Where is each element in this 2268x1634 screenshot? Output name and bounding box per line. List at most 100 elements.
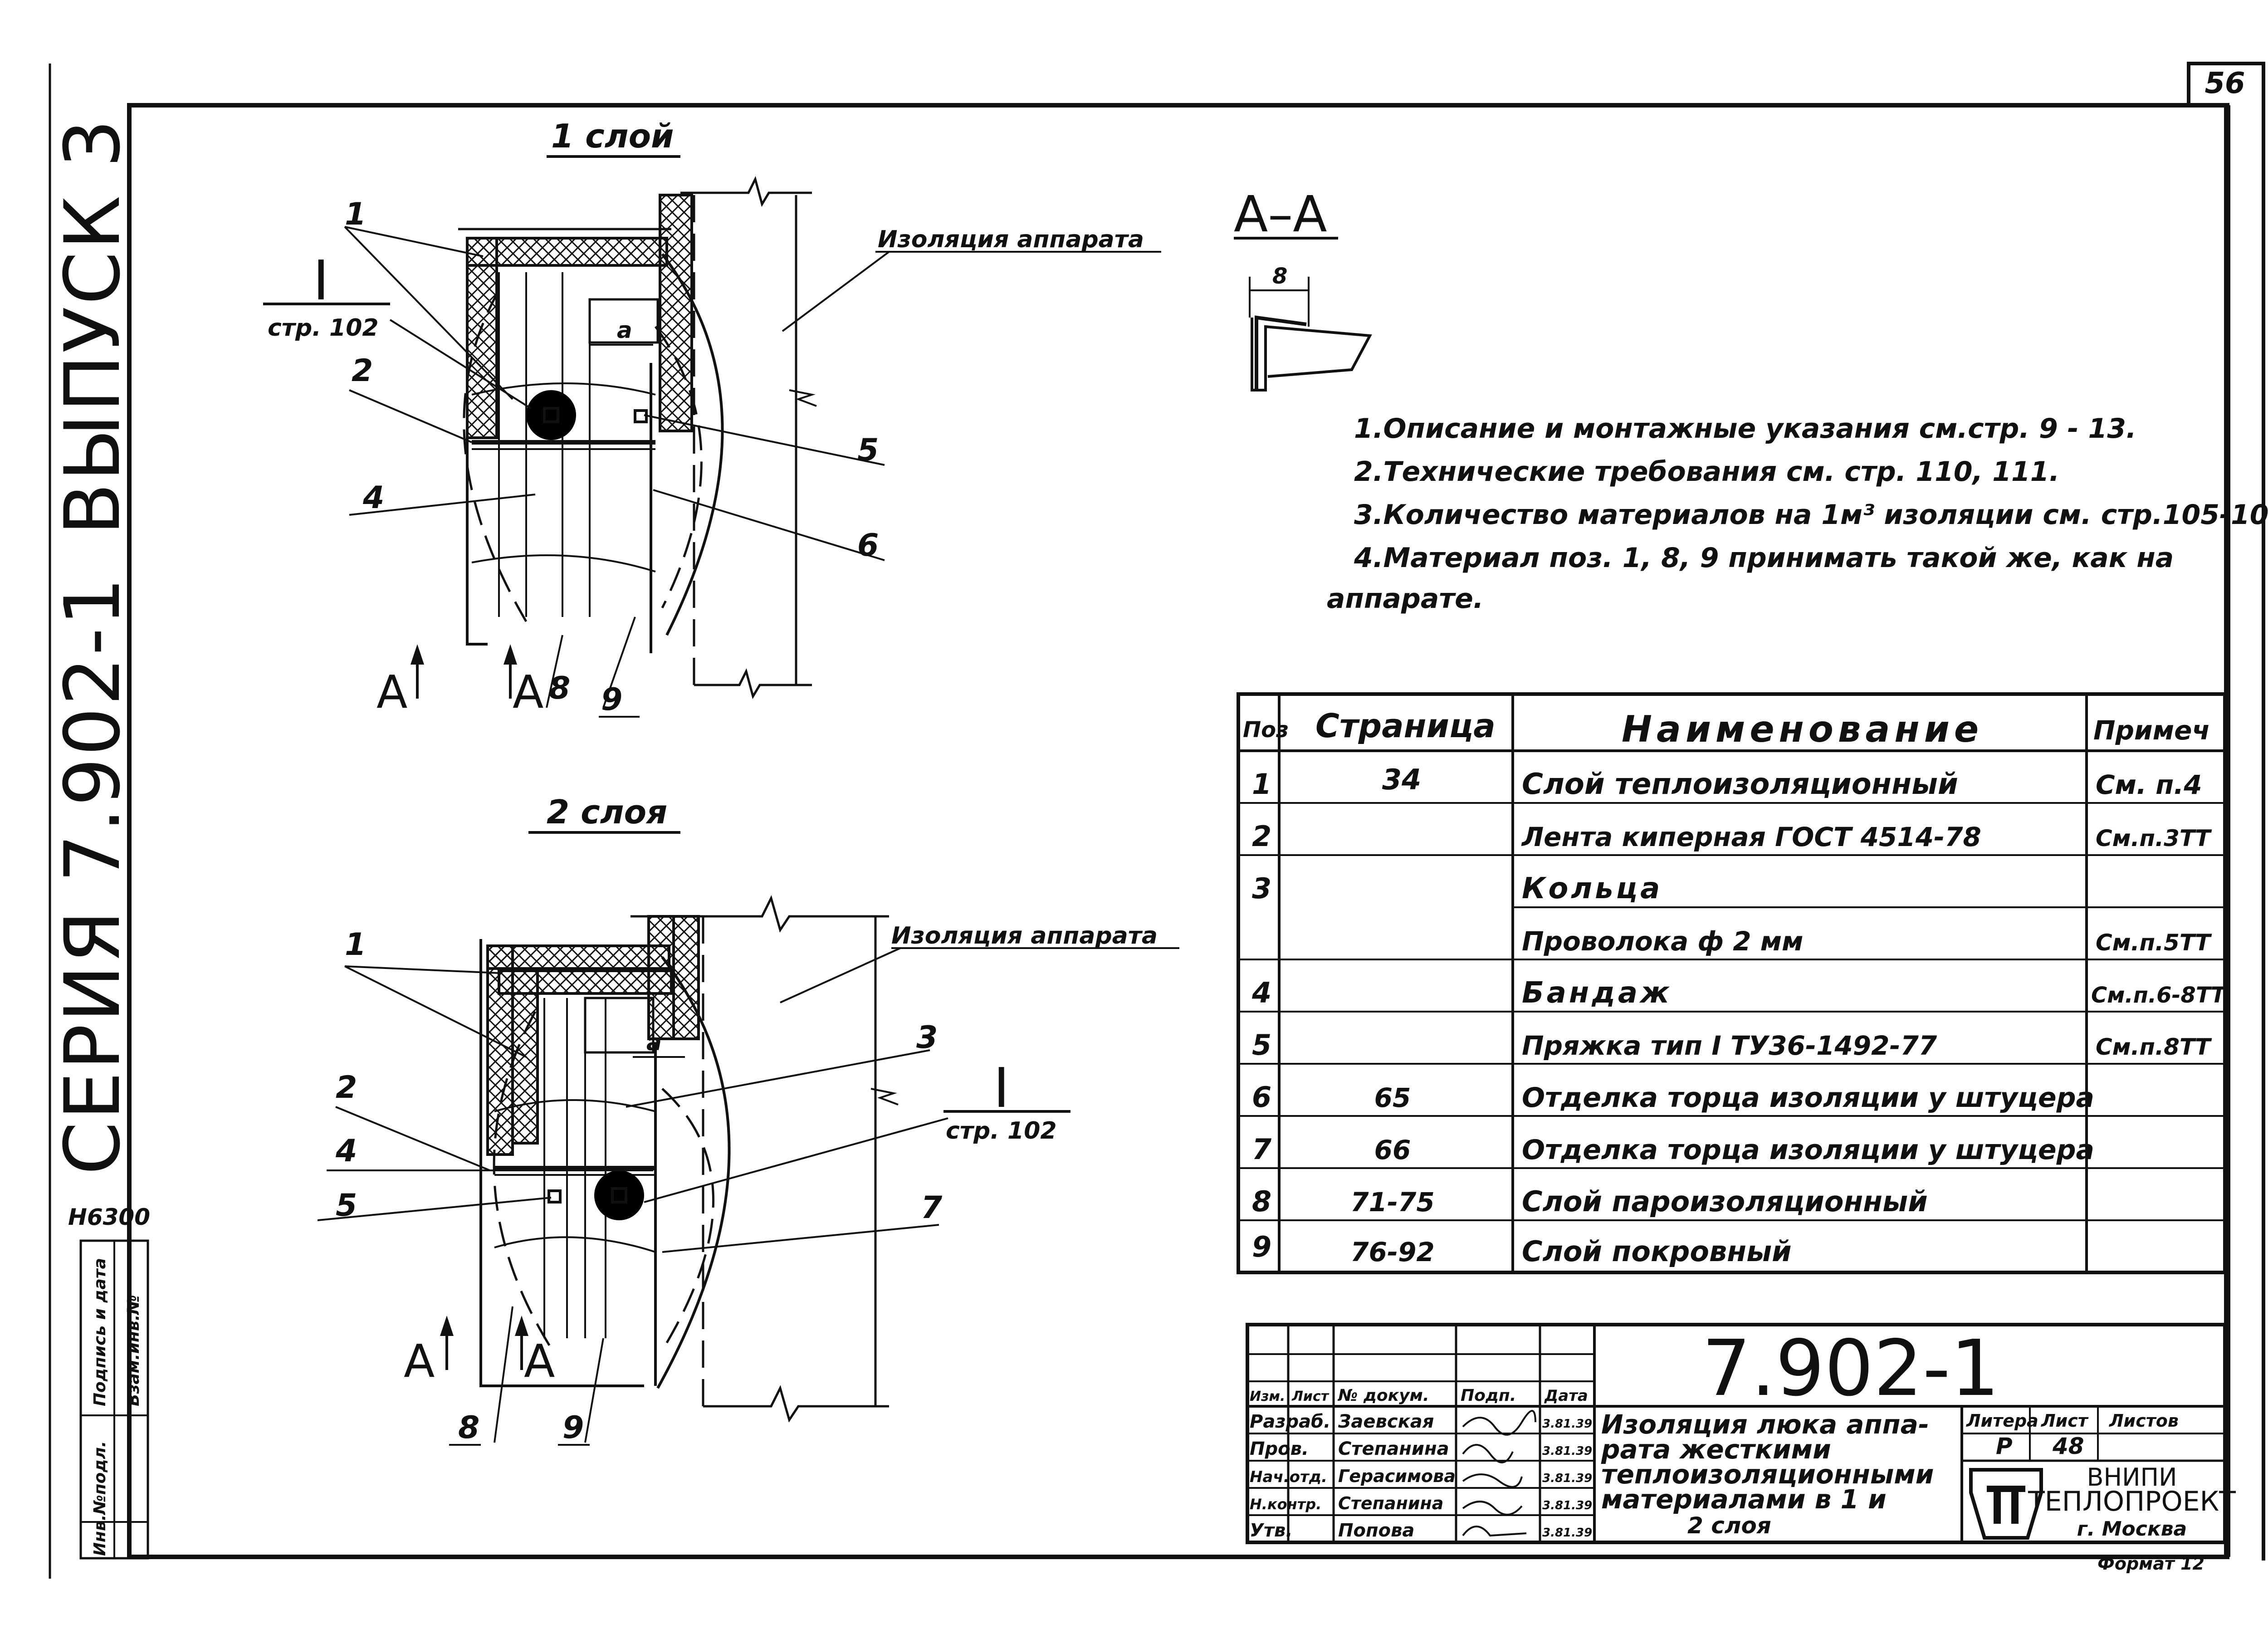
spec-header-note: Примеч bbox=[2093, 715, 2210, 746]
series-label: СЕРИЯ 7.902-1 bbox=[48, 576, 137, 1175]
spec-header-page: Страница bbox=[1315, 707, 1496, 745]
view2-callout-7: 7 bbox=[921, 1190, 943, 1226]
spec-row10-pos: 9 bbox=[1252, 1230, 1271, 1263]
view1-leaders bbox=[344, 226, 1161, 708]
tb-title-line4: материалами в 1 и bbox=[1601, 1484, 1887, 1515]
tb-name-3: Герасимова bbox=[1338, 1466, 1456, 1486]
spec-row9-pos: 8 bbox=[1252, 1185, 1271, 1218]
view2-leaders bbox=[317, 947, 1179, 1443]
view1-detail-mark: I bbox=[313, 250, 329, 313]
view2-cut-a-left: А bbox=[404, 1335, 435, 1388]
spec-row6-note: См.п.8ТТ bbox=[2096, 1034, 2212, 1060]
view1-title: 1 слой bbox=[551, 117, 674, 155]
view2-apparatus-label: Изоляция аппарата bbox=[891, 922, 1158, 949]
spec-row7-pos: 6 bbox=[1252, 1081, 1271, 1114]
org-logo bbox=[1969, 1468, 2043, 1540]
view1-callout-9: 9 bbox=[601, 682, 622, 718]
tb-stage-label: Литера bbox=[1966, 1411, 2038, 1431]
view2-callout-2: 2 bbox=[336, 1070, 357, 1106]
org-city: г. Москва bbox=[2077, 1517, 2187, 1541]
org-name-2: ТЕПЛОПРОЕКТ bbox=[2028, 1486, 2236, 1517]
view1-callout-5: 5 bbox=[857, 432, 879, 468]
spec-row4-note: См.п.5ТТ bbox=[2096, 930, 2212, 956]
tb-date-1: 3.81.39 bbox=[1542, 1417, 1592, 1431]
view1-detail-ref: стр. 102 bbox=[268, 314, 379, 342]
spec-row1-name: Слой теплоизоляционный bbox=[1522, 768, 1958, 801]
issue-label: ВЫПУСК 3 bbox=[48, 117, 137, 535]
spec-row8-pos: 7 bbox=[1252, 1133, 1272, 1166]
tb-col-sign: Подп. bbox=[1461, 1386, 1516, 1405]
spec-row5-note: См.п.6-8ТТ bbox=[2091, 983, 2227, 1008]
stamp-label-signature: Подпись и дата bbox=[91, 1258, 109, 1406]
spec-row7-page: 65 bbox=[1374, 1082, 1411, 1113]
view2-callout-3: 3 bbox=[916, 1020, 938, 1056]
tb-date-5: 3.81.39 bbox=[1542, 1526, 1592, 1540]
view2-title: 2 слоя bbox=[547, 793, 667, 831]
view1-dim-a: а bbox=[617, 317, 632, 343]
sheet-frame bbox=[49, 62, 2265, 1579]
view1-callout-6: 6 bbox=[857, 528, 879, 563]
spec-row2-name: Лента киперная ГОСТ 4514-78 bbox=[1521, 822, 1981, 852]
note-4: 4.Материал поз. 1, 8, 9 принимать такой … bbox=[1354, 542, 2174, 574]
tb-title-line3: теплоизоляционными bbox=[1601, 1459, 1934, 1490]
spec-row5-pos: 4 bbox=[1251, 976, 1271, 1009]
view1-cut-a-right: А bbox=[513, 665, 543, 719]
tb-role-4: Н.контр. bbox=[1250, 1496, 1321, 1513]
view2-detail-mark: I bbox=[993, 1057, 1009, 1120]
tb-title-line2: рата жесткими bbox=[1601, 1434, 1831, 1465]
tb-role-3: Нач.отд. bbox=[1250, 1468, 1327, 1486]
section-aa-drawing bbox=[1249, 277, 1372, 391]
tb-role-1: Разраб. bbox=[1250, 1411, 1330, 1432]
view1-drawing bbox=[458, 176, 817, 700]
spec-header-pos: Поз bbox=[1243, 717, 1289, 743]
spec-row1-page: 34 bbox=[1382, 763, 1421, 796]
view2-detail-ref: стр. 102 bbox=[946, 1117, 1057, 1145]
doc-number: 7.902-1 bbox=[1702, 1324, 1999, 1414]
view2-cut-a-right: А bbox=[524, 1335, 555, 1388]
tb-date-4: 3.81.39 bbox=[1542, 1499, 1592, 1512]
tb-date-2: 3.81.39 bbox=[1542, 1444, 1592, 1458]
tb-sheet-label: Лист bbox=[2041, 1411, 2089, 1431]
format-label: Формат 12 bbox=[2097, 1554, 2204, 1574]
note-3: 3.Количество материалов на 1м³ изоляции … bbox=[1354, 499, 2268, 531]
tb-sheets-label: Листов bbox=[2109, 1411, 2179, 1431]
view2-callout-4: 4 bbox=[335, 1133, 357, 1169]
view1-apparatus-label: Изоляция аппарата bbox=[878, 226, 1144, 253]
view2-callout-8: 8 bbox=[458, 1410, 479, 1446]
spec-row9-page: 71-75 bbox=[1350, 1187, 1435, 1218]
view2-callout-9: 9 bbox=[562, 1410, 584, 1446]
inventory-code: Н6300 bbox=[68, 1204, 150, 1230]
tb-sheet: 48 bbox=[2052, 1433, 2084, 1459]
note-2: 2.Технические требования см. стр. 110, 1… bbox=[1354, 456, 2059, 488]
tb-col-date: Дата bbox=[1544, 1387, 1588, 1405]
view1-callout-2: 2 bbox=[352, 353, 373, 389]
tb-role-5: Утв. bbox=[1250, 1520, 1293, 1541]
spec-table-grid bbox=[1237, 692, 2227, 1274]
note-4-continued: аппарате. bbox=[1327, 583, 1484, 615]
note-1: 1.Описание и монтажные указания см.стр. … bbox=[1354, 413, 2136, 445]
view1-callout-1: 1 bbox=[345, 196, 366, 232]
spec-row6-name: Пряжка тип I ТУ36-1492-77 bbox=[1522, 1030, 1937, 1061]
spec-row3-pos: 3 bbox=[1252, 872, 1271, 905]
tb-col-doc: № докум. bbox=[1337, 1386, 1429, 1405]
stamp-label-inventory: Инв.№подл. bbox=[91, 1441, 109, 1556]
view1-cut-marks bbox=[411, 644, 517, 699]
tb-date-3: 3.81.39 bbox=[1542, 1472, 1592, 1485]
section-dim-8: 8 bbox=[1272, 264, 1287, 289]
tb-name-1: Заевская bbox=[1338, 1411, 1434, 1432]
tb-name-4: Степанина bbox=[1338, 1493, 1443, 1513]
spec-row5-name: Бандаж bbox=[1522, 976, 1672, 1010]
view2-callout-1: 1 bbox=[345, 927, 366, 963]
view1-callout-4: 4 bbox=[362, 480, 384, 516]
spec-row6-pos: 5 bbox=[1252, 1028, 1271, 1062]
org-name-1: ВНИПИ bbox=[2087, 1463, 2177, 1492]
tb-name-2: Степанина bbox=[1338, 1438, 1449, 1459]
title-block-grid bbox=[1246, 1323, 2227, 1544]
spec-row10-page: 76-92 bbox=[1350, 1237, 1435, 1267]
view1-callout-8: 8 bbox=[549, 670, 570, 706]
page-number: 56 bbox=[2204, 67, 2245, 100]
tb-name-5: Попова bbox=[1338, 1520, 1414, 1541]
tb-col-izm: Изм. bbox=[1250, 1389, 1285, 1404]
spec-row7-name: Отделка торца изоляции у штуцера bbox=[1522, 1082, 2094, 1114]
